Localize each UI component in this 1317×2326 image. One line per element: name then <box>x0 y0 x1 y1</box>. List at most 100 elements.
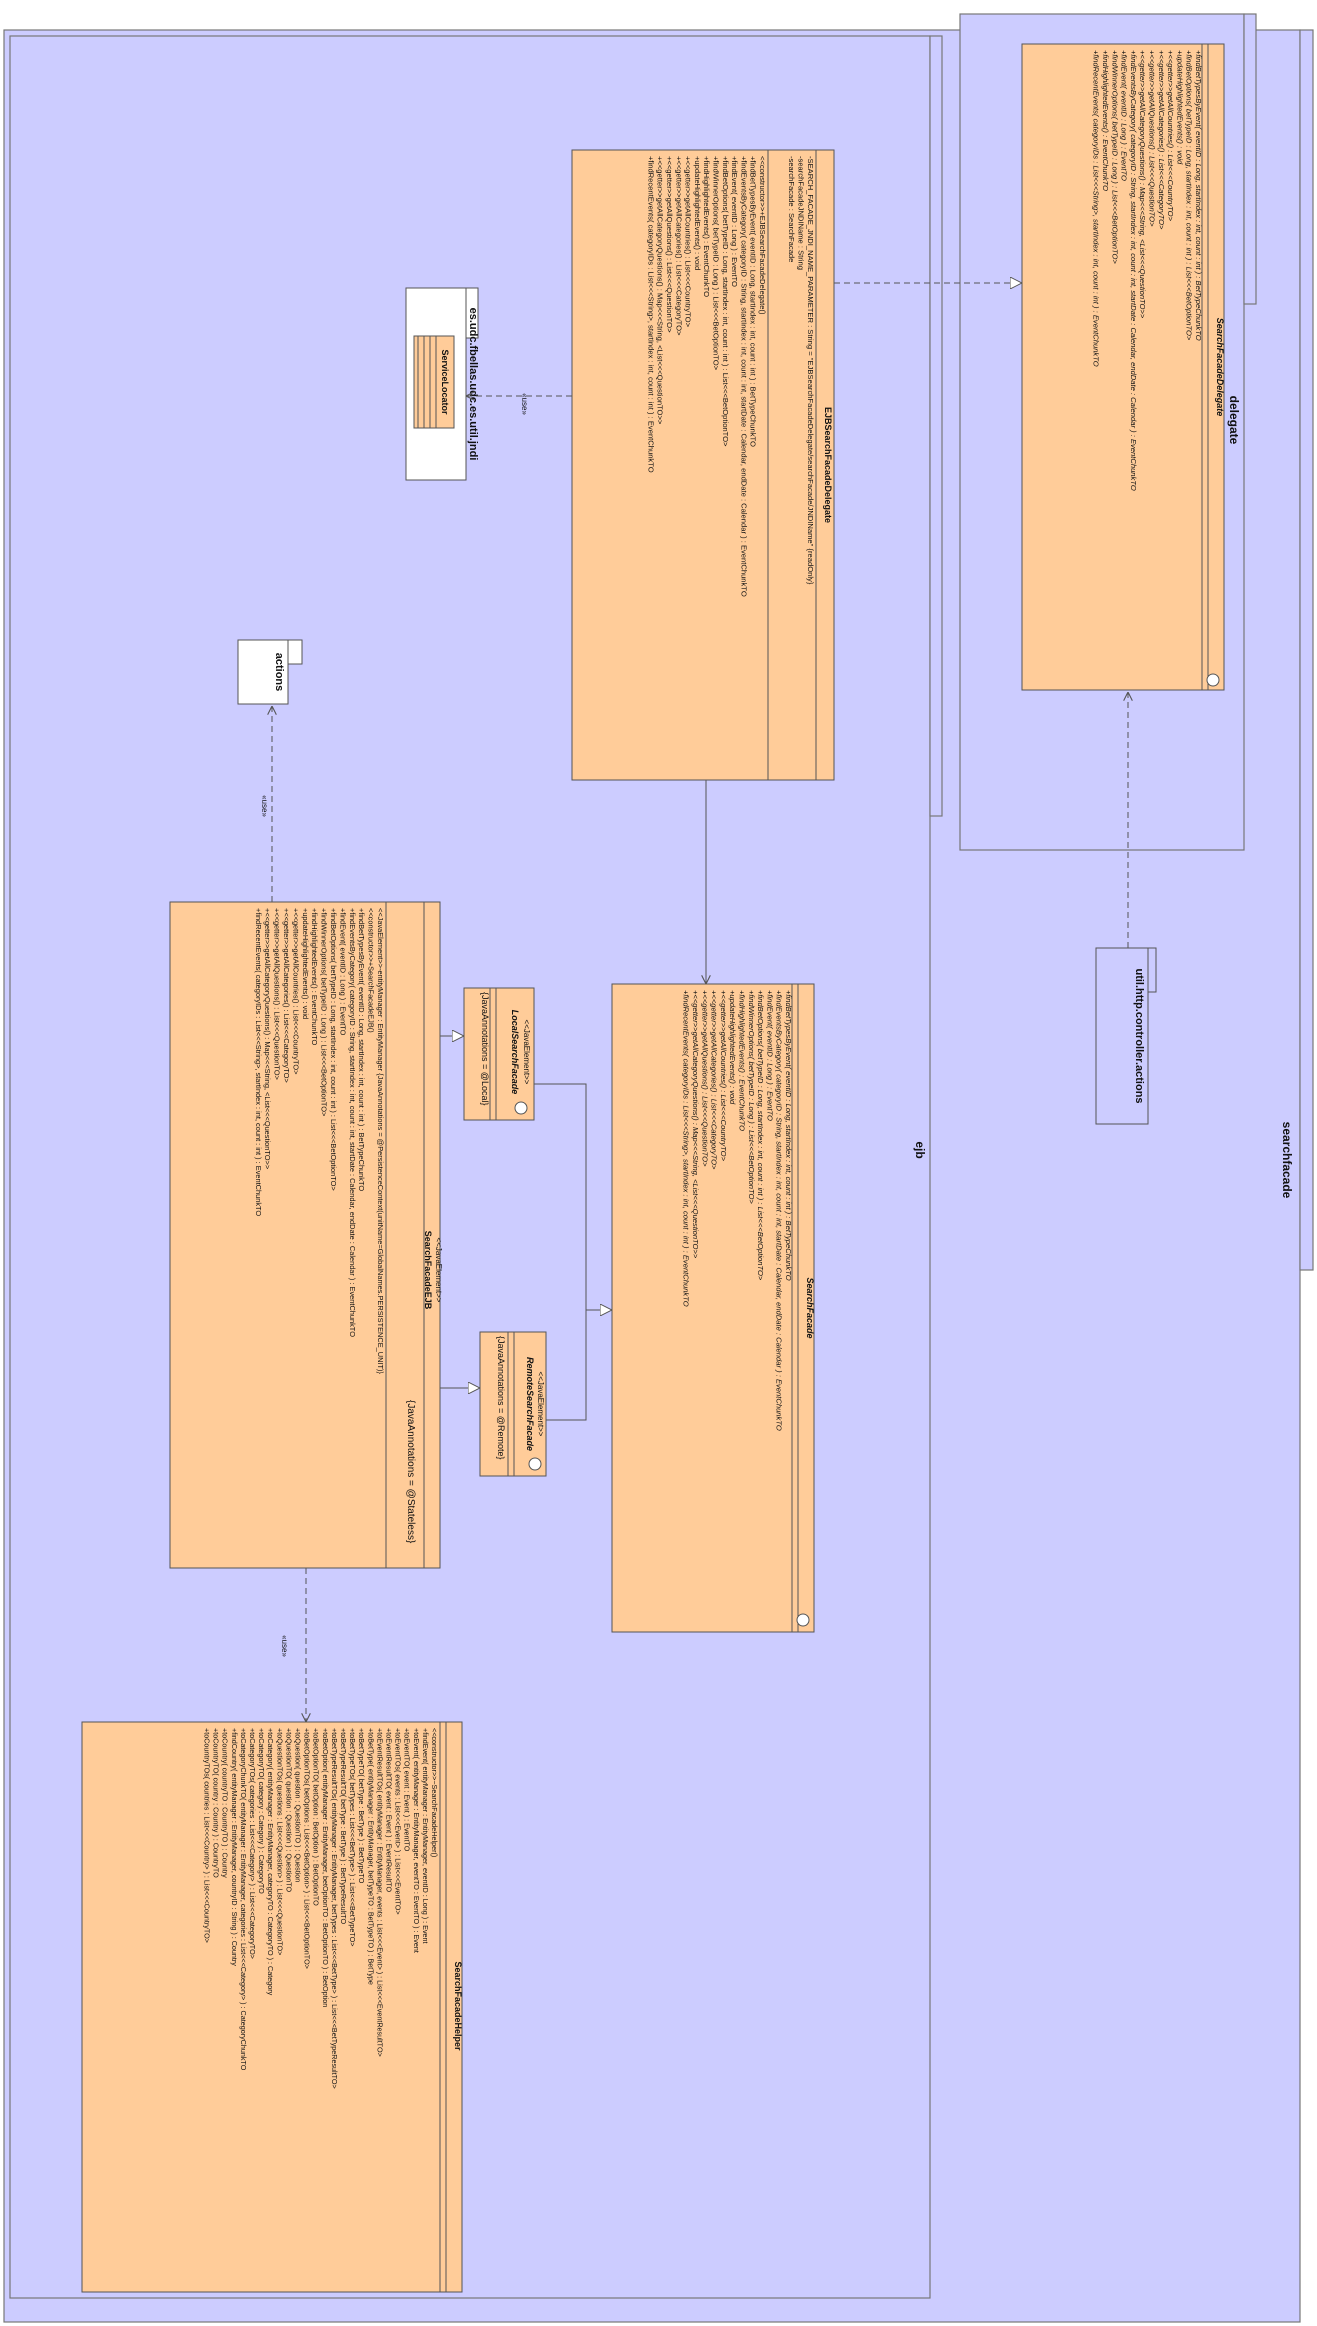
member-line: +findEventsByCategory( categoryID : Stri… <box>739 156 748 597</box>
member-line: +findRecentEvents( categoryIDs : List<<<… <box>254 908 263 1216</box>
annotation-remote-search-facade: {JavaAnnotations = @Remote} <box>496 1336 506 1459</box>
member-line: +toCategoryChunkTO( entityManager : Enti… <box>239 1728 248 2071</box>
annotation-local-search-facade: {JavaAnnotations = @Local} <box>480 992 490 1105</box>
members-search-facade-helper: <<constructor>>~SearchFacadeHelper()+fin… <box>203 1728 440 2089</box>
member-line: +findEventsByCategory( categoryID : Stri… <box>775 990 784 1431</box>
member-line: +findCountry( entityManager : EntityMana… <box>230 1728 239 1966</box>
member-line: +findHighlightedEvents() : EventChunkTO <box>1101 50 1110 191</box>
members-search-facade: +findBetTypesByEvent( eventID : Long, st… <box>682 990 793 1431</box>
class-search-facade-delegate[interactable]: SearchFacadeDelegate +findBetTypesByEven… <box>1021 43 1225 691</box>
member-line: +toBetTypeResultTOs( entityManager : Ent… <box>330 1728 339 2089</box>
member-line: +<<getter>>getAllCategories() : List<<<C… <box>1157 50 1166 230</box>
member-line: +updateHighlightedEvents() : void <box>301 908 310 1019</box>
package-label-actions: actions <box>273 653 285 692</box>
class-local-search-facade[interactable]: <<JavaElement>> LocalSearchFacade {JavaA… <box>463 987 535 1121</box>
class-title-ejb-search-facade-delegate: EJBSearchFacadeDelegate <box>823 407 833 523</box>
member-line: +toEventTOs( events : List<<<Event> ) : … <box>394 1728 403 1915</box>
member-line: +toQuestionTO( question : Question ) : Q… <box>284 1728 293 1893</box>
package-label-controller-actions: util.http.controller.actions <box>1133 968 1145 1103</box>
member-line: +toBetTypeTOs( betTypes : List<<<BetType… <box>348 1728 357 1946</box>
member-line: +findBetOptions( betTypeID : Long, start… <box>721 156 730 447</box>
member-line: +findEventsByCategory( categoryID : Stri… <box>1129 50 1138 491</box>
interface-icon <box>796 1613 810 1627</box>
member-line: +toBetOptionTOs( betOptions : List<<<Bet… <box>303 1728 312 1969</box>
member-line: +findBetTypesByEvent( eventID : Long, st… <box>749 156 758 447</box>
generalization-local-to-searchfacade <box>534 1083 612 1310</box>
member-line: +findEvent( eventID : Long ) : EventTO <box>730 156 739 287</box>
member-line: +toCountryTO( country : Country ) : Coun… <box>212 1728 221 1878</box>
member-line: +findHighlightedEvents() : EventChunkTO <box>310 908 319 1046</box>
members-search-facade-ejb: <<JavaElement>>-entityManager : EntityMa… <box>254 908 385 1374</box>
member-line: +<<getter>>getAllCountries() : List<<<Co… <box>291 908 300 1074</box>
member-line: +toBetOption( entityManager : EntityMana… <box>321 1728 330 2007</box>
member-line: +findBetTypesByEvent( eventID : Long, st… <box>1194 50 1203 341</box>
member-line: <<constructor>>~SearchFacadeHelper() <box>430 1728 439 1857</box>
class-title-service-locator: ServiceLocator <box>440 349 450 415</box>
member-line: +findWinnerOptions( betTypeID : Long ) :… <box>320 908 329 1116</box>
member-line: +findEvent( eventID : Long ) : EventTO <box>765 990 774 1121</box>
member-line: +findEvent( entityManager : EntityManage… <box>421 1728 430 1944</box>
class-title-search-facade: SearchFacade <box>805 1277 815 1338</box>
member-line: +<<getter>>getAllCategoryQuestions() : M… <box>656 156 665 425</box>
package-controller-actions[interactable]: util.http.controller.actions <box>1095 947 1157 1125</box>
member-line: <<constructor>>+EJBSearchFacadeDelegate(… <box>758 156 767 315</box>
member-line: +<<getter>>getAllCategories() : List<<<C… <box>282 908 291 1083</box>
member-line: +<<getter>>getAllCountries() : List<<<Co… <box>719 990 728 1162</box>
member-line: +findWinnerOptions( betTypeID : Long ) :… <box>1110 50 1119 264</box>
member-line: +toCategory( entityManager : EntityManag… <box>266 1728 275 1996</box>
member-line: +findBetOptions( betTypeID : Long, start… <box>1185 50 1194 341</box>
members-search-facade-delegate: +findBetTypesByEvent( eventID : Long, st… <box>1092 50 1203 491</box>
member-line: +<<getter>>getAllQuestions() : List<<<Qu… <box>665 156 674 333</box>
class-title-search-facade-ejb: SearchFacadeEJB <box>423 1231 433 1310</box>
member-line: +toQuestion( question : QuestionTO ) : Q… <box>294 1728 303 1882</box>
stereotype-search-facade-ejb: <<JavaElement>> <box>434 1238 443 1303</box>
members-ejb-search-facade-delegate: <<constructor>>+EJBSearchFacadeDelegate(… <box>646 156 767 597</box>
member-line: +<<getter>>getAllCategories() : List<<<C… <box>674 156 683 336</box>
class-search-facade-ejb[interactable]: <<JavaElement>> SearchFacadeEJB {JavaAnn… <box>169 901 443 1569</box>
member-line: +<<getter>>getAllQuestions() : List<<<Qu… <box>700 990 709 1167</box>
member-line: +findRecentEvents( categoryIDs : List<<<… <box>646 156 655 473</box>
class-title-local-search-facade: LocalSearchFacade <box>510 1010 520 1095</box>
member-line: +findEventsByCategory( categoryID : Stri… <box>348 908 357 1337</box>
member-line: +<<getter>>getAllQuestions() : List<<<Qu… <box>1148 50 1157 227</box>
member-line: +toCountryTOs( countries : List<<<Countr… <box>203 1728 212 1943</box>
member-line: +findRecentEvents( categoryIDs : List<<<… <box>1092 50 1101 367</box>
class-title-search-facade-helper: SearchFacadeHelper <box>453 1961 463 2051</box>
class-title-search-facade-delegate: SearchFacadeDelegate <box>1215 318 1225 417</box>
stereotype-local-search-facade: <<JavaElement>> <box>522 1020 531 1085</box>
member-line: +toEventResultTO( event : Event ) : Even… <box>385 1728 394 1893</box>
member-line: +findWinnerOptions( betTypeID : Long ) :… <box>712 156 721 371</box>
class-ejb-search-facade-delegate[interactable]: EJBSearchFacadeDelegate -SEARCH_FACADE_J… <box>571 149 835 781</box>
use-label-actions: «use» <box>260 795 269 817</box>
package-label-searchfacade: searchfacade <box>1280 1122 1294 1199</box>
member-line: +<<getter>>getAllQuestions() : List<<<Qu… <box>273 908 282 1080</box>
member-line: +findEvent( eventID : Long ) : EventTO <box>338 908 347 1036</box>
package-label-util-jndi: es.udc.fbellas.udc.es.util.jndi <box>467 308 479 461</box>
member-line: +findBetOptions( betTypeID : Long, start… <box>329 908 338 1191</box>
member-line: +findBetOptions( betTypeID : Long, start… <box>756 990 765 1281</box>
member-line: +updateHighlightedEvents() : void <box>693 156 702 270</box>
member-line: +updateHighlightedEvents() : void <box>1175 50 1184 165</box>
member-line: +toBetOptionTO( betOption : BetOption ) … <box>312 1728 321 1906</box>
class-title-remote-search-facade: RemoteSearchFacade <box>525 1357 535 1451</box>
member-line: -searchFacade : SearchFacade <box>787 156 796 262</box>
member-line: +<<getter>>getAllCategories() : List<<<C… <box>710 990 719 1170</box>
class-service-locator[interactable]: ServiceLocator <box>413 335 455 429</box>
class-search-facade[interactable]: SearchFacade +findBetTypesByEvent( event… <box>611 983 815 1633</box>
member-line: -searchFacadeJNDIName : String <box>797 156 806 270</box>
generalization-remote-to-searchfacade <box>546 1310 587 1421</box>
attributes-ejb-search-facade-delegate: -SEARCH_FACADE_JNDI_NAME_PARAMETER : Str… <box>787 156 815 585</box>
member-line: -SEARCH_FACADE_JNDI_NAME_PARAMETER : Str… <box>806 156 815 585</box>
member-line: +toBetTypeTO( betType : BetType ) : BetT… <box>357 1728 366 1884</box>
use-label-helper: «use» <box>280 1635 289 1657</box>
member-line: +toEventTO( event : Event ) : EventTO <box>403 1728 412 1852</box>
stereotype-remote-search-facade: <<JavaElement>> <box>536 1372 545 1437</box>
class-remote-search-facade[interactable]: <<JavaElement>> RemoteSearchFacade {Java… <box>479 1331 547 1477</box>
member-line: +findRecentEvents( categoryIDs : List<<<… <box>682 990 691 1307</box>
package-actions[interactable]: actions <box>237 639 303 705</box>
member-line: +updateHighlightedEvents() : void <box>728 990 737 1105</box>
class-search-facade-helper[interactable]: SearchFacadeHelper <<constructor>>~Searc… <box>81 1721 463 2293</box>
member-line: +findHighlightedEvents() : EventChunkTO <box>738 990 747 1131</box>
member-line: +findHighlightedEvents() : EventChunkTO <box>702 156 711 297</box>
member-line: +<<getter>>getAllCategoryQuestions() : M… <box>1138 50 1147 319</box>
